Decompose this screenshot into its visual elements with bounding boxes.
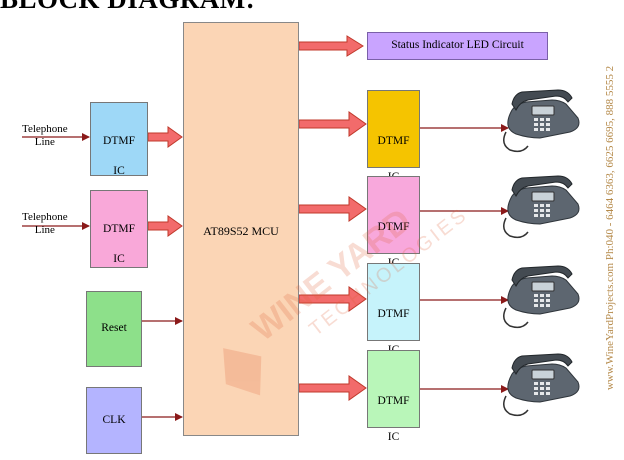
arrow-input1-to-mcu <box>148 127 182 147</box>
arrow-mcu-to-output3 <box>299 287 366 311</box>
mcu-block: AT89S52 MCU <box>183 22 299 436</box>
status-indicator-led-circuit: Status Indicator LED Circuit <box>367 32 548 60</box>
telephone-icon-3 <box>504 266 579 327</box>
clk-block: CLK <box>86 387 142 454</box>
side-contact-text: www.WineYardProjects.com Ph:040 - 6464 6… <box>604 66 616 390</box>
reset-block: Reset <box>86 291 142 367</box>
arrow-input2-to-mcu <box>148 216 182 236</box>
telephone-icon-4 <box>504 354 579 415</box>
telephone-icon-1 <box>504 90 579 151</box>
arrow-mcu-to-output2 <box>299 197 366 221</box>
telephone-icon-2 <box>504 176 579 237</box>
arrow-mcu-to-status <box>299 36 363 56</box>
arrow-mcu-to-output1 <box>299 112 366 136</box>
arrow-mcu-to-output4 <box>299 376 366 400</box>
